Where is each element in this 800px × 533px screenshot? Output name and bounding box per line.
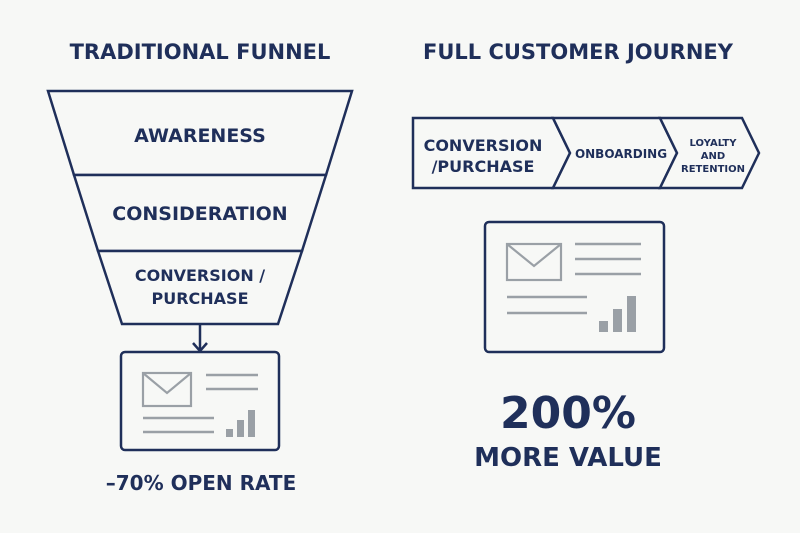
bar-chart-icon <box>599 296 636 332</box>
text-lines <box>143 373 258 434</box>
journey-step-conversion-line2: /PURCHASE <box>432 157 535 176</box>
funnel-stage-conversion-label-line1: CONVERSION / <box>135 266 265 285</box>
left-title: TRADITIONAL FUNNEL <box>70 40 331 64</box>
journey-step-onboarding-label: ONBOARDING <box>575 147 667 161</box>
journey-step-loyalty-line1: LOYALTY <box>690 138 738 149</box>
right-stat-label: MORE VALUE <box>474 443 662 473</box>
funnel-stage-awareness-label: AWARENESS <box>134 125 266 147</box>
envelope-icon <box>505 242 563 282</box>
journey-step-conversion-line1: CONVERSION <box>424 136 543 155</box>
funnel-stage-conversion-shape <box>96 249 304 326</box>
journey-step-loyalty-line2: AND <box>701 151 725 162</box>
envelope-icon <box>141 371 193 408</box>
down-arrow-icon <box>192 324 208 353</box>
funnel-stage-consideration-label: CONSIDERATION <box>112 203 287 225</box>
bar-chart-icon <box>226 410 255 437</box>
journey-arrow <box>411 116 761 190</box>
left-stat: –70% OPEN RATE <box>106 471 297 495</box>
journey-step-loyalty-shape <box>658 116 761 190</box>
right-stat-value: 200% <box>500 388 636 439</box>
journey-step-loyalty-line3: RETENTION <box>681 164 745 175</box>
left-email-card <box>119 350 281 452</box>
funnel <box>46 89 354 326</box>
funnel-stage-conversion-label-line2: PURCHASE <box>151 289 248 308</box>
right-title: FULL CUSTOMER JOURNEY <box>423 40 734 64</box>
text-lines <box>507 242 641 315</box>
right-email-card <box>483 220 666 354</box>
